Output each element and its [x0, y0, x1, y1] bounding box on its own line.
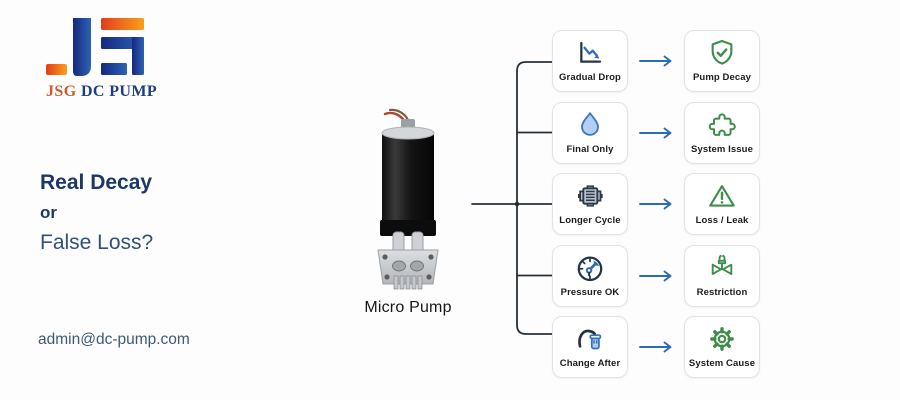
brand-name: JSG DC PUMP	[46, 83, 196, 101]
arrow-right-icon	[639, 341, 672, 353]
arrow-right-icon	[639, 270, 672, 281]
puzzle-icon	[708, 112, 736, 136]
diagram-row: Final Only System Issue	[552, 101, 760, 164]
shield-check-icon	[711, 39, 733, 65]
brand-logo: JSG DC PUMP	[46, 14, 196, 101]
arrow-right-icon	[639, 198, 672, 210]
card-label: System Cause	[688, 358, 756, 369]
gear-icon	[710, 327, 734, 351]
arrow-right-icon	[639, 127, 672, 138]
card-label: Loss / Leak	[695, 215, 749, 226]
card-label: System Issue	[691, 143, 753, 155]
hose-filter-icon	[578, 329, 602, 350]
product-label: Micro Pump	[364, 299, 452, 316]
cause-card-restriction: Restriction	[684, 244, 760, 307]
water-drop-icon	[581, 111, 599, 136]
symptom-card-final-only: Final Only	[552, 101, 628, 164]
headline: Real Decay or False Loss?	[40, 172, 153, 253]
diagram-row: Pressure OK	[552, 244, 760, 307]
symptom-card-gradual-drop: Gradual Drop	[552, 30, 628, 92]
motor-icon	[578, 185, 603, 207]
diagram-row: Gradual Drop Pump Decay	[552, 30, 760, 92]
card-label: Final Only	[566, 143, 614, 155]
valve-icon	[711, 254, 733, 275]
cause-card-pump-decay: Pump Decay	[684, 30, 760, 92]
headline-line3: False Loss?	[40, 231, 154, 254]
diagram-row: Change After System Cause	[552, 316, 760, 378]
card-label: Pressure OK	[560, 286, 620, 298]
warning-triangle-icon	[709, 185, 735, 207]
contact-email: admin@dc-pump.com	[38, 331, 190, 348]
diagram-row: Longer Cycle Loss / Leak	[552, 173, 760, 235]
headline-line1: Real Decay	[40, 171, 153, 194]
product: Micro Pump	[356, 108, 460, 317]
symptom-card-pressure-ok: Pressure OK	[552, 244, 628, 307]
card-label: Restriction	[696, 286, 748, 298]
card-label: Change After	[559, 358, 621, 369]
arrow-right-icon	[639, 55, 672, 67]
jsg-logo-icon	[46, 18, 144, 76]
diagnostic-diagram: Gradual Drop Pump Decay Final Only	[552, 30, 760, 378]
cause-card-loss-leak: Loss / Leak	[684, 173, 760, 235]
cause-card-system-cause: System Cause	[684, 316, 760, 378]
chart-decline-icon	[580, 41, 602, 63]
brand-name-jsg: JSG	[46, 83, 77, 100]
gauge-icon	[577, 255, 603, 281]
headline-line2: or	[40, 203, 57, 222]
symptom-card-longer-cycle: Longer Cycle	[552, 173, 628, 235]
micro-pump-image	[377, 108, 439, 290]
card-label: Longer Cycle	[559, 215, 621, 226]
card-label: Pump Decay	[692, 72, 752, 83]
cause-card-system-issue: System Issue	[684, 101, 760, 164]
symptom-card-change-after: Change After	[552, 316, 628, 378]
brand-name-rest: DC PUMP	[76, 83, 158, 100]
card-label: Gradual Drop	[559, 72, 621, 83]
